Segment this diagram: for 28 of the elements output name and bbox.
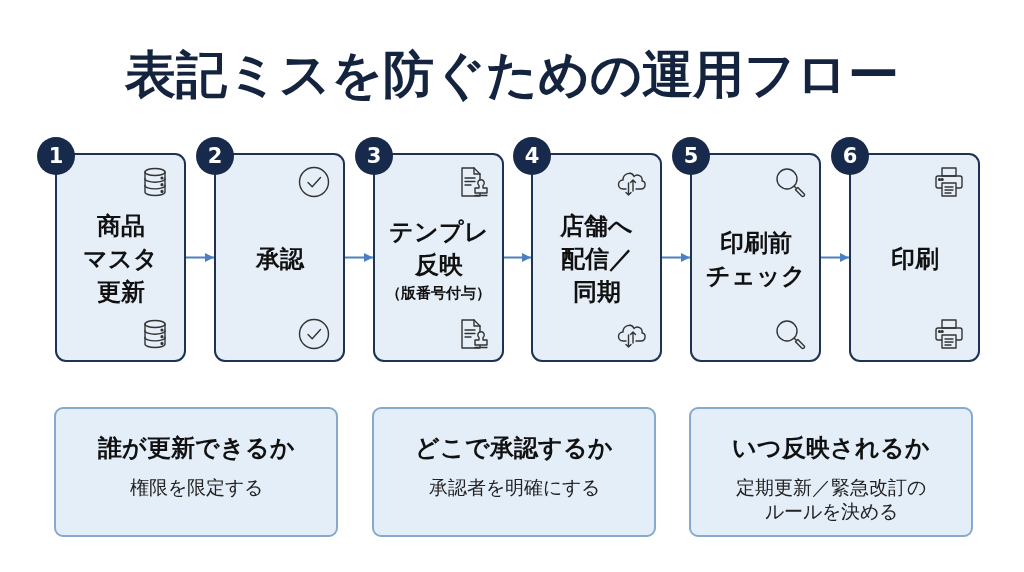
step-number-badge: 1 [37,137,75,175]
step-number-badge: 4 [513,137,551,175]
card-text: 定期更新／緊急改訂のルールを決める [736,475,926,523]
info-card [689,407,973,537]
card-heading: どこで承認するか [415,433,613,464]
info-card [54,407,338,537]
step-title: 承認 [255,244,304,275]
page-title: 表記ミスを防ぐための運用フロー [125,44,899,106]
step-title: テンプレ反映 [388,216,489,281]
card-heading: 誰が更新できるか [97,433,295,464]
step-number-badge: 3 [355,137,393,175]
card-text: 承認者を明確にする [428,475,600,499]
info-card [372,407,656,537]
arrow [185,253,215,262]
step-number-badge: 5 [672,137,710,175]
step-title: 印刷 [890,244,939,275]
card-text: 権限を限定する [129,475,263,499]
step-note: （版番号付与） [386,282,491,304]
step-title: 商品マスタ更新 [83,211,158,308]
arrow [344,253,374,262]
arrow [503,253,532,262]
step-number-badge: 6 [831,137,869,175]
arrow [661,253,691,262]
card-heading: いつ反映されるか [732,433,930,464]
arrow [820,253,850,262]
step-title: 印刷前チェック [705,227,806,292]
step-number-badge: 2 [196,137,234,175]
step-title: 店舗へ配信／同期 [560,211,633,308]
